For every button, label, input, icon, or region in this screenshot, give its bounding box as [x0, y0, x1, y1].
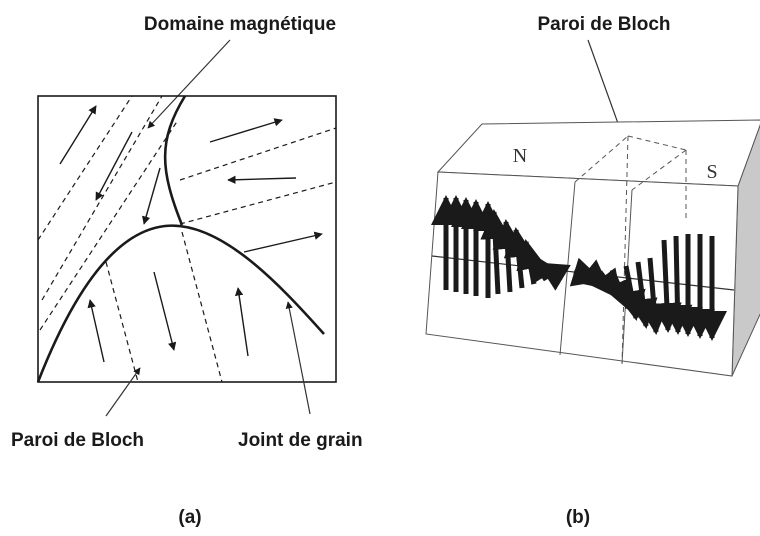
panel-b: Paroi de Bloch N S: [425, 14, 760, 528]
bloch-wall-lines: [574, 135, 687, 365]
grain-label: Joint de grain: [238, 430, 363, 451]
domain-walls: [38, 96, 336, 382]
south-label: S: [706, 161, 717, 183]
bloch-label-b: Paroi de Bloch: [537, 14, 670, 35]
magnetization-arrows-a: [59, 105, 323, 363]
caption-a: (a): [178, 507, 201, 528]
grain-boundaries: [36, 95, 325, 383]
north-label: N: [513, 145, 527, 167]
spin-arrows-b: [431, 195, 727, 341]
bloch-pointer-a: [105, 367, 141, 417]
grain-box: [37, 95, 337, 383]
domain-pointer: [147, 39, 231, 129]
panel-a: Domaine magnétique: [11, 14, 363, 528]
grain-pointer: [285, 301, 311, 415]
domain-label: Domaine magnétique: [144, 14, 336, 35]
bloch-label-a: Paroi de Bloch: [11, 430, 144, 451]
caption-b: (b): [566, 507, 590, 528]
